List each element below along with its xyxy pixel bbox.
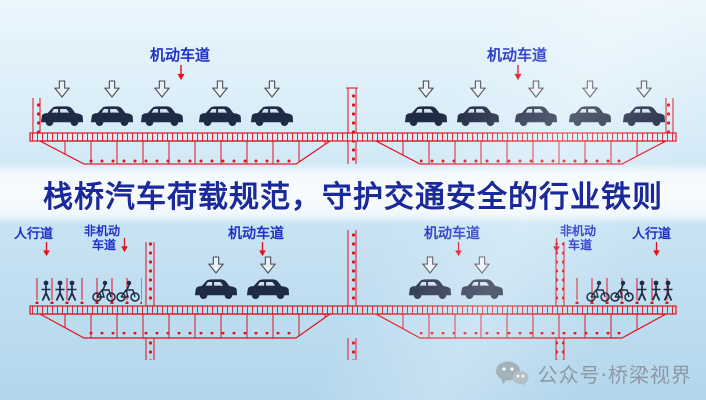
lane-label-sidewalk-left: 人行道 (14, 226, 53, 242)
car-icon (456, 106, 500, 127)
lane-label-nonmotor-left-1: 非机动 (84, 223, 120, 238)
top-bridge-diagram: 机动车道 机动车道 (29, 46, 677, 165)
watermark: 公众号·桥梁视界 (495, 359, 692, 388)
watermark-label: 公众号·桥梁视界 (537, 363, 692, 387)
cyclists (92, 280, 634, 302)
wechat-icon (495, 361, 529, 387)
bottom-bridge-diagram: 人行道 非机动 车道 机动车道 机动车道 非机动 车道 人行道 (14, 223, 677, 360)
car-icon (90, 106, 134, 127)
car-icon (514, 106, 558, 127)
bridge-piers (145, 338, 565, 360)
car-icon (404, 106, 448, 127)
lane-label-motor-right: 机动车道 (487, 46, 547, 64)
bridge-deck-bottom (29, 305, 677, 339)
lane-label-sidewalk-right: 人行道 (632, 226, 671, 242)
bridge-deck-top (29, 132, 677, 165)
car-icon (408, 279, 452, 300)
car-icon (194, 279, 238, 300)
lane-label-motor-right: 机动车道 (424, 225, 480, 242)
lane-label-motor-left: 机动车道 (228, 225, 284, 242)
bridge-posts-top (32, 87, 674, 133)
lane-label-nonmotor-left-2: 车道 (92, 237, 116, 252)
car-icon (460, 279, 504, 300)
lane-label-nonmotor-right-2: 车道 (568, 237, 592, 252)
title-band: 栈桥汽车荷载规范，守护交通安全的行业铁则 (0, 163, 706, 224)
car-icon (246, 279, 290, 300)
lane-divider-poles (145, 230, 565, 306)
lane-label-motor-left: 机动车道 (150, 46, 210, 64)
car-icon (198, 106, 242, 127)
car-icon (568, 106, 612, 127)
lane-label-nonmotor-right-1: 非机动 (560, 223, 596, 238)
red-arrow-icon (176, 65, 186, 81)
car-icon (40, 106, 84, 127)
page-title: 栈桥汽车荷载规范，守护交通安全的行业铁则 (43, 179, 663, 215)
red-arrow-icon (513, 65, 523, 81)
car-icon (140, 106, 184, 127)
car-icon (250, 106, 294, 127)
car-icon (622, 106, 666, 127)
